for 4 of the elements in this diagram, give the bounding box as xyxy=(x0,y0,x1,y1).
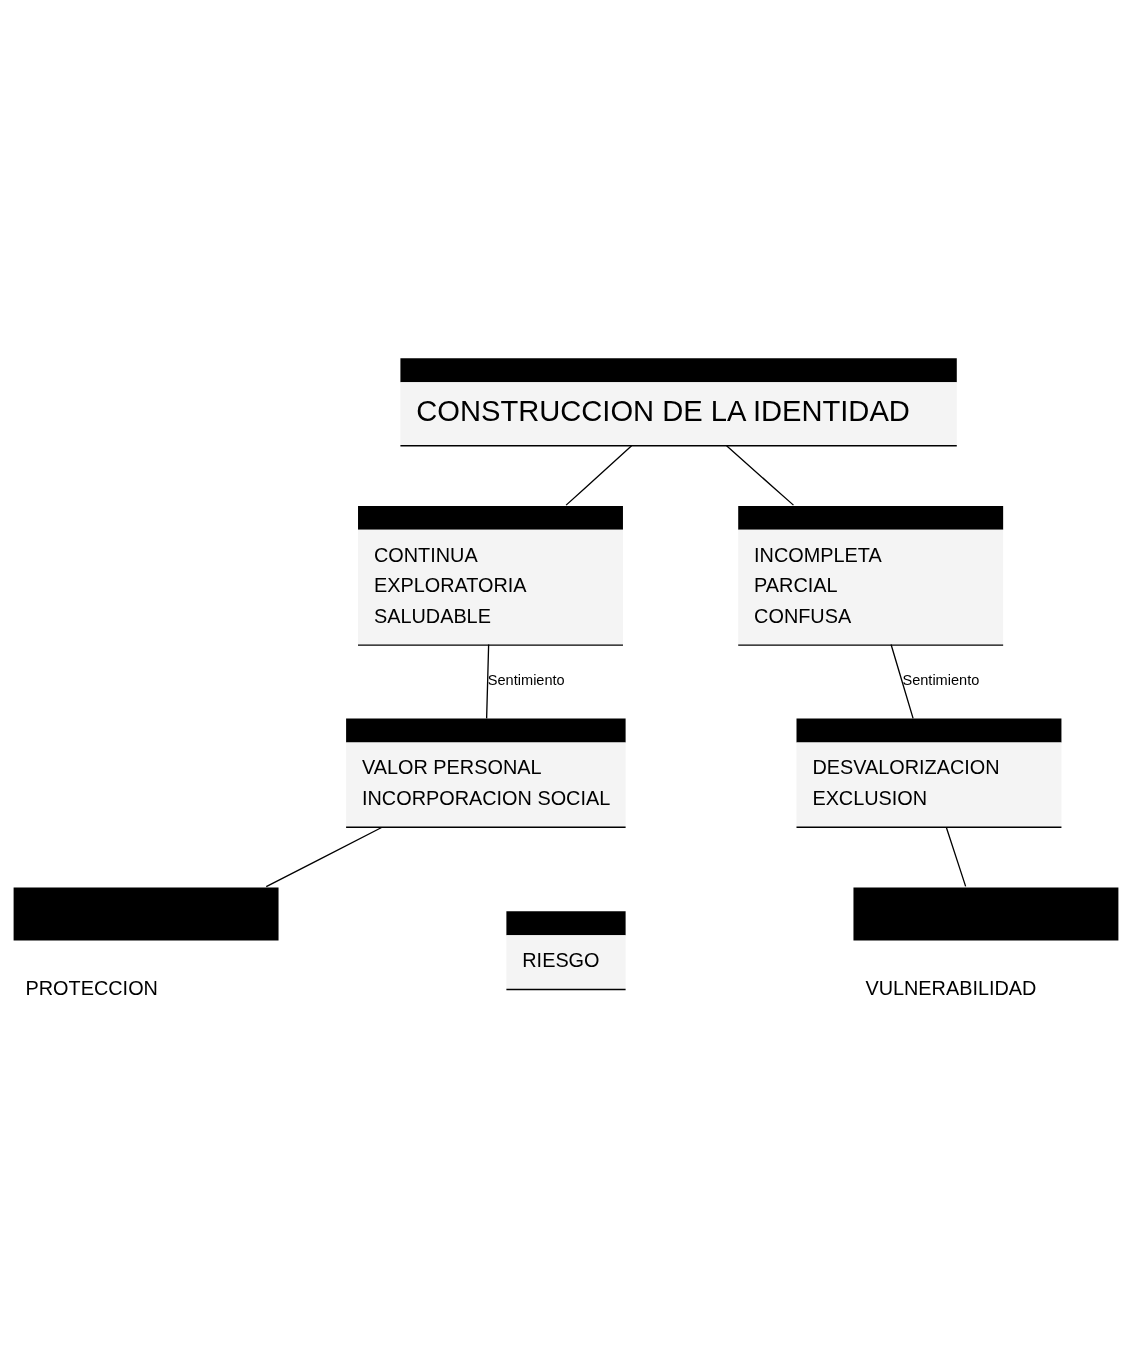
node-label: PROTECCION xyxy=(25,976,158,999)
node-label: VULNERABILIDAD xyxy=(865,976,1037,999)
edge-label: Sentimiento xyxy=(487,672,565,689)
edge-label: Sentimiento xyxy=(902,672,980,689)
